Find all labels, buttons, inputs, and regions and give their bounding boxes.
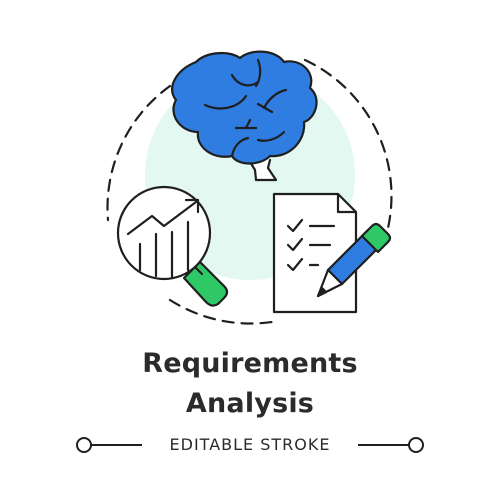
editable-stroke-banner: EDITABLE STROKE <box>0 430 500 460</box>
dashed-ring-right <box>303 58 393 230</box>
magnifier-chart-icon <box>116 185 229 307</box>
requirements-analysis-illustration <box>106 50 393 325</box>
dashed-ring <box>106 84 172 222</box>
editable-stroke-label: EDITABLE STROKE <box>169 435 331 454</box>
title-line-1: Requirements <box>142 348 358 379</box>
right-handle-icon <box>408 437 424 453</box>
title-line-2: Analysis <box>185 388 315 419</box>
banner-lines <box>76 437 424 453</box>
pencil-icon <box>316 222 392 298</box>
brain-icon <box>170 50 318 182</box>
dashed-ring-bottom <box>168 298 274 325</box>
